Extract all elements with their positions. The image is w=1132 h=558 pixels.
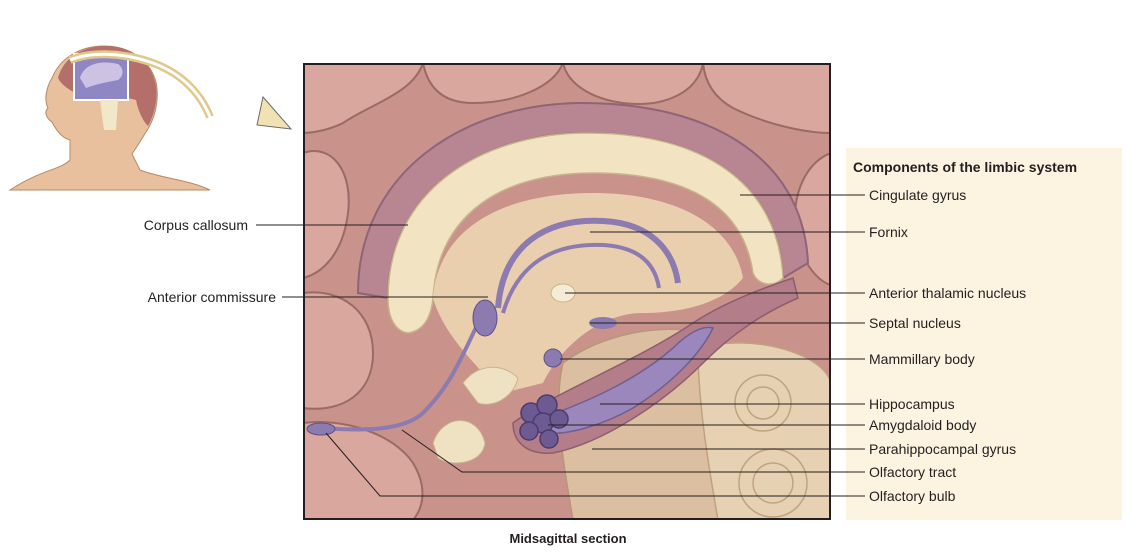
label-mammillary-body: Mammillary body — [869, 351, 975, 367]
label-fornix: Fornix — [869, 224, 908, 240]
label-amygdaloid-body: Amygdaloid body — [869, 417, 977, 433]
label-olfactory-bulb: Olfactory bulb — [869, 488, 956, 504]
label-anterior-commissure: Anterior commissure — [147, 289, 276, 305]
legend-title: Components of the limbic system — [853, 159, 1078, 175]
legend-panel — [846, 148, 1122, 520]
figure-caption: Midsagittal section — [509, 531, 627, 546]
label-cingulate-gyrus: Cingulate gyrus — [869, 187, 967, 203]
label-parahippocampal-gyrus: Parahippocampal gyrus — [869, 441, 1017, 457]
leader-olfactory-bulb — [325, 432, 865, 497]
head-thumbnail-illustration — [8, 45, 214, 191]
label-olfactory-tract: Olfactory tract — [869, 464, 957, 480]
pointer-arrow-icon — [256, 95, 293, 130]
label-hippocampus: Hippocampus — [869, 396, 955, 412]
leader-olfactory-tract — [401, 429, 865, 473]
label-corpus-callosum: Corpus callosum — [143, 217, 248, 233]
label-anterior-thalamic-nucleus: Anterior thalamic nucleus — [869, 285, 1027, 301]
label-septal-nucleus: Septal nucleus — [869, 315, 961, 331]
